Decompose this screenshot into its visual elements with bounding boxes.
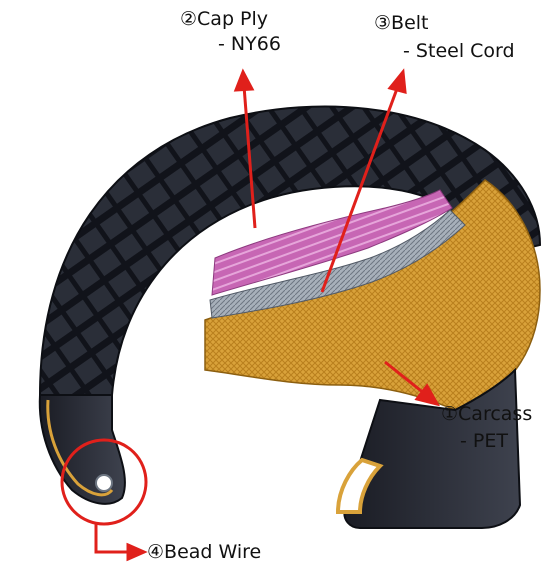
bead-wire-arrowhead bbox=[128, 545, 144, 559]
carcass-material: - PET bbox=[454, 430, 508, 452]
belt-label: ③Belt bbox=[374, 12, 429, 34]
bead-wire-marker bbox=[96, 475, 112, 491]
bead-wire-label: ④Bead Wire bbox=[147, 541, 261, 563]
cap-ply-arrowhead bbox=[236, 72, 252, 90]
carcass-label: ①Carcass bbox=[441, 403, 532, 425]
belt-arrowhead bbox=[390, 72, 405, 92]
belt-material: - Steel Cord bbox=[397, 40, 515, 62]
bead-wire-arrow bbox=[96, 524, 130, 552]
cap-ply-material: - NY66 bbox=[212, 33, 281, 55]
cap-ply-label: ②Cap Ply bbox=[180, 8, 268, 30]
